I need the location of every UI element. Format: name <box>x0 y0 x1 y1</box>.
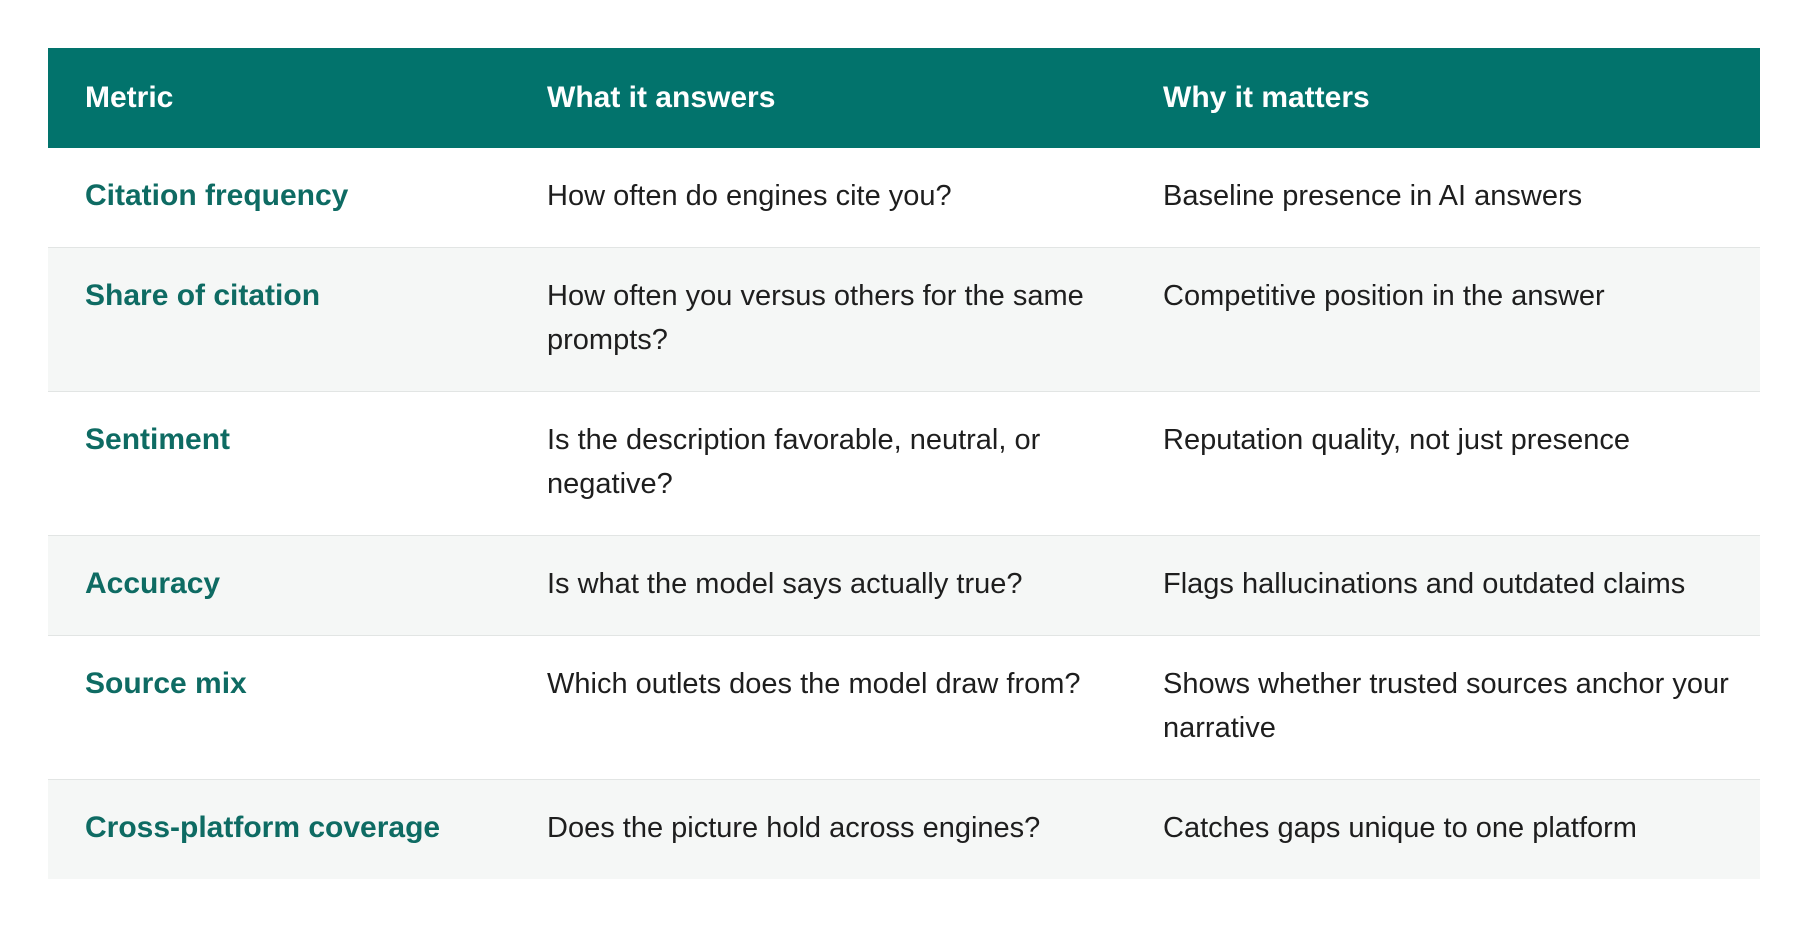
table-row: Citation frequency How often do engines … <box>48 148 1760 248</box>
answers-cell: Is what the model says actually true? <box>547 568 1023 600</box>
header-why-it-matters: Why it matters <box>1163 81 1370 114</box>
matters-cell: Reputation quality, not just presence <box>1163 424 1630 456</box>
answers-cell: How often do engines cite you? <box>547 180 952 212</box>
matters-cell: Catches gaps unique to one platform <box>1163 812 1637 844</box>
header-metric: Metric <box>85 81 174 114</box>
table-row: Accuracy Is what the model says actually… <box>48 535 1760 636</box>
metric-cell: Source mix <box>85 667 247 700</box>
answers-cell: Does the picture hold across engines? <box>547 812 1041 844</box>
answers-cell: Which outlets does the model draw from? <box>547 668 1081 700</box>
metric-cell: Sentiment <box>85 423 231 456</box>
table-body: Citation frequency How often do engines … <box>48 148 1760 879</box>
answers-cell: How often you versus others for the same… <box>547 280 1084 356</box>
matters-cell: Flags hallucinations and outdated claims <box>1163 568 1686 600</box>
metric-cell: Citation frequency <box>85 179 349 212</box>
metrics-table: Metric What it answers Why it matters Ci… <box>48 48 1760 879</box>
table-header: Metric What it answers Why it matters <box>48 48 1760 148</box>
header-what-it-answers: What it answers <box>547 81 776 114</box>
table-row: Sentiment Is the description favorable, … <box>48 391 1760 536</box>
table-row: Cross-platform coverage Does the picture… <box>48 779 1760 879</box>
metrics-table-container: Metric What it answers Why it matters Ci… <box>48 48 1760 879</box>
matters-cell: Baseline presence in AI answers <box>1163 180 1583 212</box>
table-row: Share of citation How often you versus o… <box>48 247 1760 392</box>
metric-cell: Share of citation <box>85 279 321 312</box>
answers-cell: Is the description favorable, neutral, o… <box>547 424 1041 500</box>
header-row: Metric What it answers Why it matters <box>48 48 1760 148</box>
metric-cell: Accuracy <box>85 567 221 600</box>
matters-cell: Competitive position in the answer <box>1163 280 1605 312</box>
table-row: Source mix Which outlets does the model … <box>48 635 1760 780</box>
matters-cell: Shows whether trusted sources anchor you… <box>1163 668 1729 744</box>
metric-cell: Cross-platform coverage <box>85 811 441 844</box>
